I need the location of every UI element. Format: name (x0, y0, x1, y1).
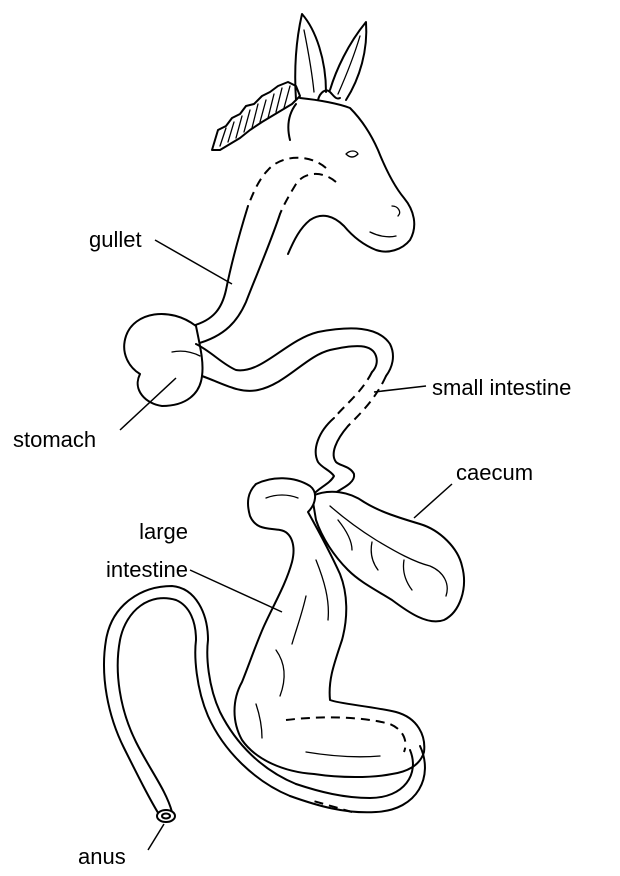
small-intestine-tube (196, 328, 393, 496)
stomach-label: stomach (13, 428, 96, 452)
small-intestine-label: small intestine (432, 376, 571, 400)
horse-head-illustration (212, 14, 414, 254)
anus-opening (157, 810, 175, 822)
gullet-label: gullet (89, 228, 142, 252)
gullet-leader-line (155, 240, 232, 284)
caecum-leader-line (414, 484, 452, 518)
stomach-organ (124, 314, 202, 406)
anus-label: anus (78, 845, 126, 869)
small-intestine-leader-line (374, 386, 426, 392)
large-intestine-leader-line (190, 570, 282, 612)
large-intestine-label-line1: large (70, 520, 188, 544)
caecum-label: caecum (456, 461, 533, 485)
large-intestine-label-line2: intestine (70, 558, 188, 582)
anus-leader-line (148, 824, 164, 850)
gullet-tube (192, 158, 336, 344)
